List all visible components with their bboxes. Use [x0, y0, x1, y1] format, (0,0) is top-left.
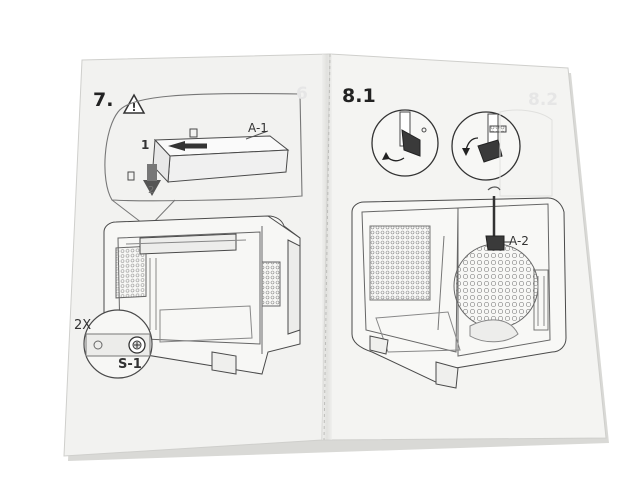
- step-number-7: 7.: [93, 89, 114, 111]
- screw-quantity-label: 2X: [74, 318, 92, 333]
- step-number-8-1: 8.1: [342, 85, 376, 107]
- pc-case-left-drawing: [99, 215, 301, 375]
- part-label-a1: A-1: [248, 121, 268, 135]
- cable-detail-callout-1: [371, 109, 439, 177]
- screw-icon: [128, 336, 146, 354]
- left-page-illustrations: !: [83, 92, 303, 379]
- ghost-step-number-right: 8.2: [528, 90, 559, 110]
- fold-line: [323, 53, 331, 441]
- push-arrow: [168, 141, 185, 151]
- pc-case-right-drawing: [351, 186, 567, 389]
- arrow-label-1: 1: [141, 138, 150, 152]
- ghost-step-number-left: 6: [296, 84, 308, 104]
- arrow-label-2: 2: [148, 185, 155, 196]
- part-label-s1: S-1: [118, 357, 142, 372]
- part-label-a2: A-2: [509, 234, 529, 248]
- svg-text:!: !: [132, 101, 137, 114]
- right-page-illustrations: [351, 109, 567, 389]
- detail-callout-frame: [104, 92, 303, 202]
- fan-grill: [453, 243, 539, 329]
- down-arrow: [143, 180, 161, 196]
- cable-detail-callout-2: [451, 111, 521, 181]
- screw-detail-callout: [83, 309, 153, 379]
- bracket-a1-drawing: [127, 128, 290, 184]
- rotate-arrow-icon: [382, 152, 390, 160]
